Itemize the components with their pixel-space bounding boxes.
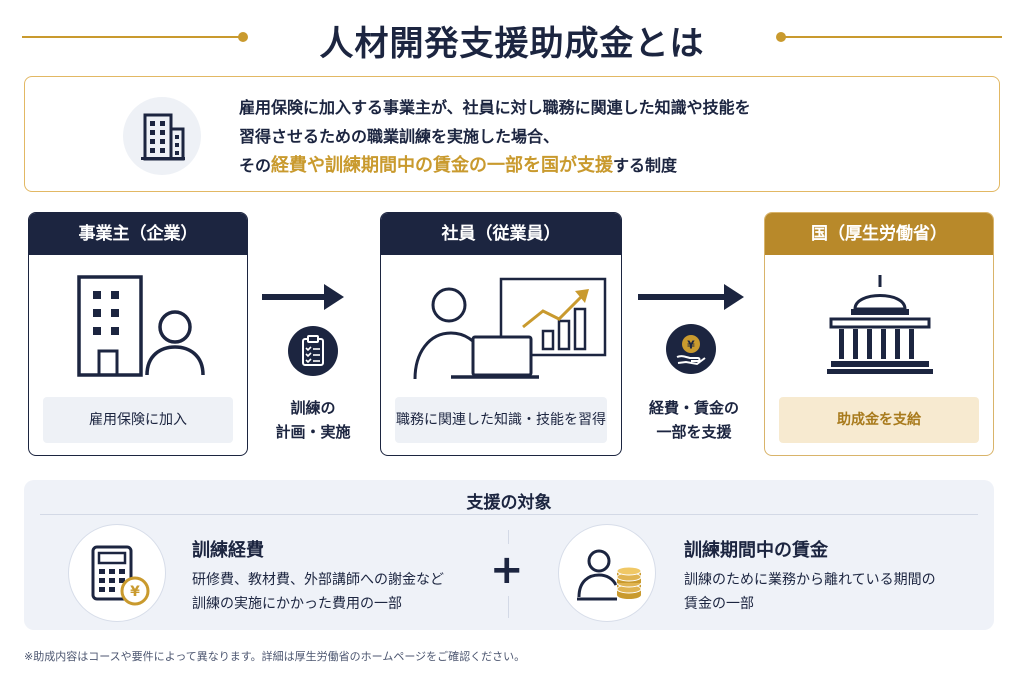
footnote: ※助成内容はコースや要件によって異なります。詳細は厚生労働省のホームページをご確…	[24, 650, 526, 663]
card-employer: 事業主（企業） 雇用保険に加入	[28, 212, 248, 456]
intro-line-3-post: する制度	[613, 156, 678, 175]
building-person-icon	[77, 275, 205, 377]
intro-highlight: 経費や訓練期間中の賃金の一部を国が支援	[271, 155, 614, 176]
page-title: 人材開発支援助成金とは	[319, 24, 705, 64]
svg-text:¥: ¥	[687, 339, 695, 352]
step-plan-line-2: 計画・実施	[275, 423, 351, 441]
title-rule-right	[782, 36, 1002, 38]
calculator-yen-icon: ¥	[68, 524, 166, 622]
person-laptop-growth-icon	[413, 277, 607, 380]
title-row: 人材開発支援助成金とは	[0, 12, 1024, 64]
target-expense-heading: 訓練経費	[192, 540, 264, 561]
target-wage-line-2: 賃金の一部	[684, 596, 754, 612]
intro-line-3-pre: その	[239, 156, 272, 175]
target-wage-heading: 訓練期間中の賃金	[684, 540, 828, 561]
intro-text: 雇用保険に加入する事業主が、社員に対し職務に関連した知識や技能を 習得させるため…	[239, 93, 751, 180]
step-support-text: 経費・賃金の 一部を支援	[634, 396, 754, 444]
target-wage-line-1: 訓練のために業務から離れている期間の	[684, 572, 936, 588]
intro-box: 雇用保険に加入する事業主が、社員に対し職務に関連した知識や技能を 習得させるため…	[24, 76, 1000, 192]
card-employee-title: 社員（従業員）	[381, 213, 621, 255]
government-building-icon	[827, 275, 933, 374]
support-target-panel: 支援の対象 ¥ 訓練経費 研修費、教材費、外部講師への謝金など 訓練の実施にかか…	[24, 480, 994, 630]
svg-text:¥: ¥	[130, 584, 140, 600]
target-expense-body: 研修費、教材費、外部講師への謝金など 訓練の実施にかかった費用の一部	[192, 568, 444, 616]
title-rule-left	[22, 36, 242, 38]
yen-coin-hand-icon: ¥	[666, 324, 716, 374]
step-plan-line-1: 訓練の	[290, 399, 336, 417]
step-plan-text: 訓練の 計画・実施	[258, 396, 368, 444]
person-coins-icon	[558, 524, 656, 622]
support-target-title: 支援の対象	[466, 493, 552, 513]
card-government: 国（厚生労働省） 助成金を支給	[764, 212, 994, 456]
target-wage-body: 訓練のために業務から離れている期間の 賃金の一部	[684, 568, 936, 616]
card-employee: 社員（従業員） 職務に関連した知識・技能を習得	[380, 212, 622, 456]
card-employee-label: 職務に関連した知識・技能を習得	[395, 397, 607, 443]
card-government-label: 助成金を支給	[779, 397, 979, 443]
arrow-right-icon	[638, 284, 744, 310]
intro-line-3: その経費や訓練期間中の賃金の一部を国が支援する制度	[239, 151, 751, 180]
step-support-line-1: 経費・賃金の	[648, 399, 739, 417]
title-dot-right	[776, 32, 786, 42]
card-employer-title: 事業主（企業）	[29, 213, 247, 255]
plus-sign: +	[490, 547, 524, 593]
target-expense-line-1: 研修費、教材費、外部講師への謝金など	[192, 572, 444, 588]
arrow-right-icon	[262, 284, 344, 310]
target-expense-line-2: 訓練の実施にかかった費用の一部	[192, 596, 402, 612]
card-government-title: 国（厚生労働省）	[765, 213, 993, 255]
intro-line-2: 習得させるための職業訓練を実施した場合、	[239, 127, 560, 146]
separator-top	[508, 530, 509, 544]
support-target-rule	[40, 514, 978, 515]
clipboard-checklist-icon	[288, 326, 338, 376]
card-employer-label: 雇用保険に加入	[43, 397, 233, 443]
step-support-line-2: 一部を支援	[656, 423, 732, 441]
separator-bottom	[508, 596, 509, 618]
office-building-icon	[123, 97, 201, 175]
title-dot-left	[238, 32, 248, 42]
intro-line-1: 雇用保険に加入する事業主が、社員に対し職務に関連した知識や技能を	[239, 98, 751, 117]
